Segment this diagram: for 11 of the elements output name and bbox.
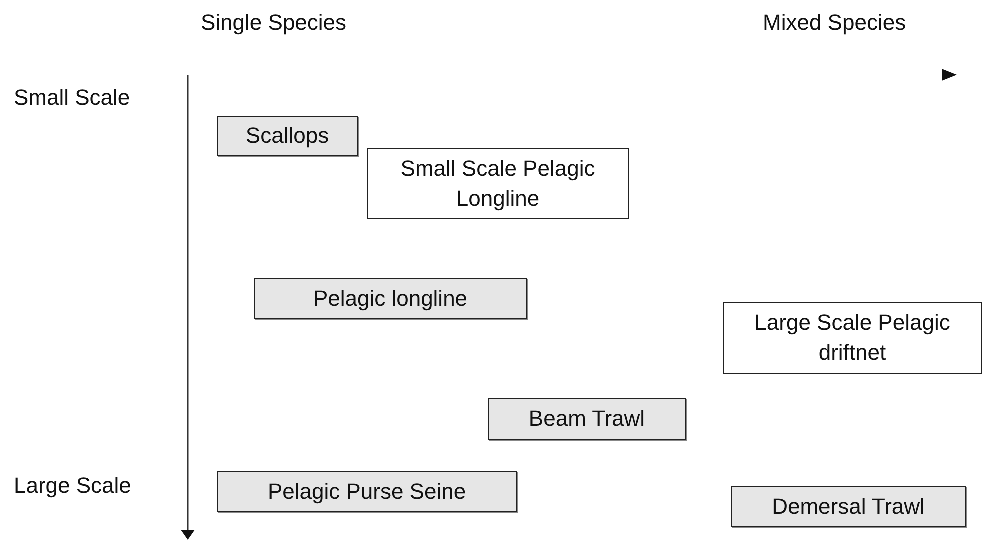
axis-label: Small Scale bbox=[14, 85, 130, 111]
category-box: Large Scale Pelagic driftnet bbox=[723, 302, 982, 374]
category-box: Scallops bbox=[217, 116, 358, 156]
category-box: Pelagic Purse Seine bbox=[217, 471, 517, 512]
category-box: Small Scale Pelagic Longline bbox=[367, 148, 629, 219]
category-box: Pelagic longline bbox=[254, 278, 527, 319]
axis-title: Mixed Species bbox=[763, 10, 906, 36]
category-box: Demersal Trawl bbox=[731, 486, 966, 527]
axis-label: Large Scale bbox=[14, 473, 132, 499]
category-box: Beam Trawl bbox=[488, 398, 686, 440]
axis-title: Single Species bbox=[201, 10, 347, 36]
